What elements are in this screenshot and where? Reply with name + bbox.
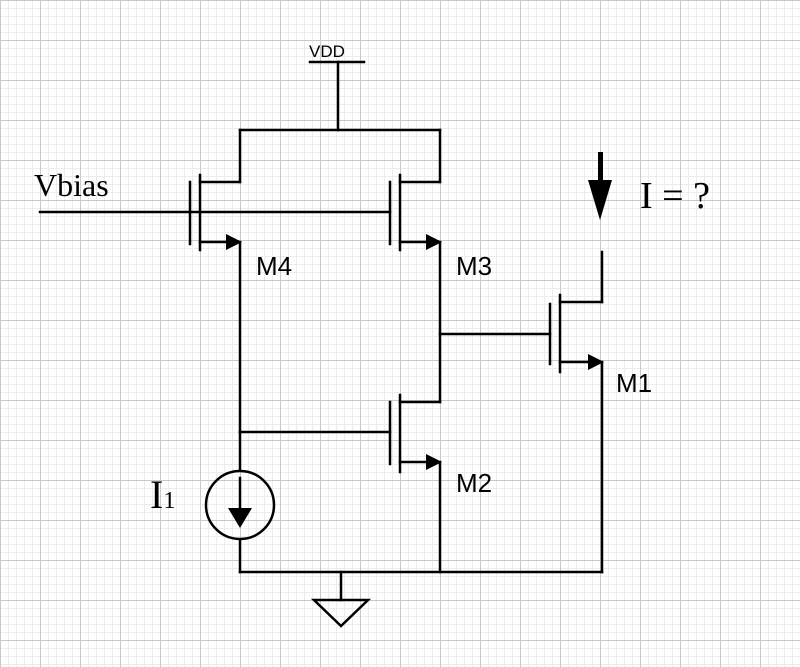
current-question-label: I = ? — [640, 175, 710, 217]
m2-arrow-icon — [426, 454, 442, 470]
transistor-m1 — [548, 250, 604, 574]
current-arrow-icon — [588, 180, 612, 220]
ground-symbol — [238, 570, 604, 628]
i1-label: I1 — [150, 472, 175, 517]
transistor-m2 — [238, 393, 442, 574]
vdd-label: VDD — [309, 42, 345, 61]
m3-arrow-icon — [426, 234, 442, 250]
transistor-m3 — [388, 173, 442, 404]
i1-label-sub: 1 — [163, 488, 175, 514]
m4-label: M4 — [256, 251, 292, 281]
current-arrow-shaft — [598, 152, 603, 180]
m4-arrow-icon — [226, 234, 242, 250]
vbias-label: Vbias — [34, 167, 109, 203]
m1-arrow-icon — [588, 354, 604, 370]
m1-label: M1 — [616, 368, 652, 398]
vdd-symbol — [238, 60, 442, 184]
i1-label-main: I — [150, 472, 163, 517]
m3-label: M3 — [456, 251, 492, 281]
m2-label: M2 — [456, 468, 492, 498]
transistor-m4 — [188, 173, 242, 434]
source-arrow-icon — [228, 508, 252, 528]
current-source-i1 — [204, 430, 276, 574]
